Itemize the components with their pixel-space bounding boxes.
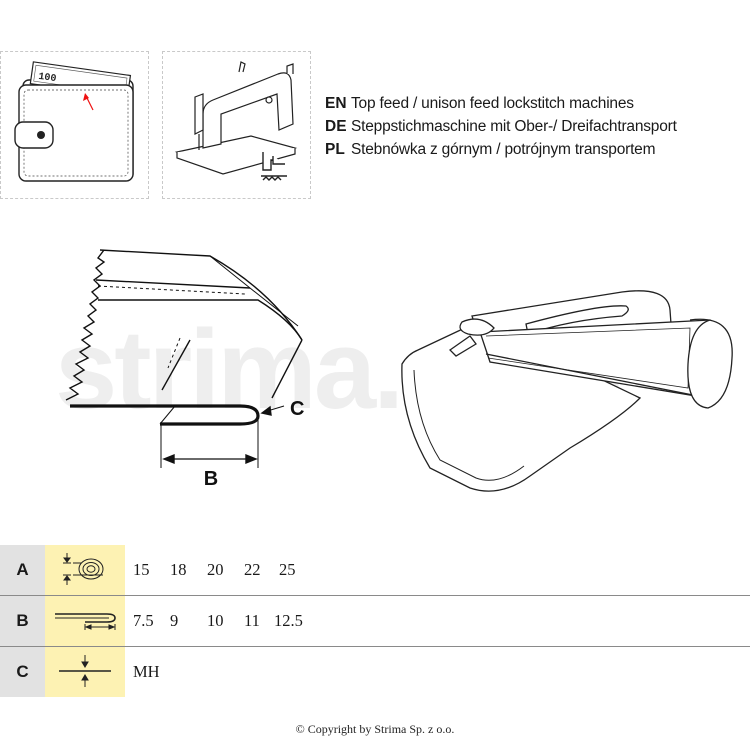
spec-label: A	[0, 545, 45, 595]
spec-label: C	[0, 647, 45, 697]
language-text: Steppstichmaschine mit Ober-/ Dreifachtr…	[351, 118, 677, 135]
language-code: DE	[325, 118, 347, 135]
spec-row-b: B 7.5 9 10 11 12.5	[0, 596, 750, 646]
language-code: PL	[325, 141, 345, 158]
banknote-value: 100	[38, 72, 57, 85]
spec-label: B	[0, 596, 45, 646]
table-divider	[0, 646, 750, 647]
spec-value: 10	[207, 611, 224, 630]
spec-value: 11	[244, 611, 260, 630]
binder-attachment-drawing	[401, 290, 733, 492]
fold-diagram: B C	[65, 249, 304, 490]
spec-row-c: C MH	[0, 647, 750, 697]
wallet-icon: 100	[14, 61, 134, 182]
spec-value: MH	[133, 662, 160, 681]
tape-width-icon	[45, 545, 125, 595]
language-text: Top feed / unison feed lockstitch machin…	[351, 95, 634, 112]
language-row-en: EN Top feed / unison feed lockstitch mac…	[325, 92, 677, 115]
thickness-icon	[45, 647, 125, 697]
spec-row-a: A 15 18 20 22 25	[0, 545, 750, 595]
language-text: Stebnówka z górnym / potrójnym transport…	[351, 141, 656, 158]
spec-value: 22	[244, 560, 261, 579]
spec-value: 9	[170, 611, 179, 630]
language-row-de: DE Steppstichmaschine mit Ober-/ Dreifac…	[325, 115, 677, 138]
spec-value: 7.5	[133, 611, 154, 630]
spec-values: 7.5 9 10 11 12.5	[133, 596, 309, 646]
spec-value: 18	[170, 560, 187, 579]
dimension-label-c: C	[290, 398, 304, 420]
spec-value: 25	[279, 560, 296, 579]
spec-value: 20	[207, 560, 224, 579]
dimension-label-b: B	[204, 468, 218, 490]
spec-value: 15	[133, 560, 150, 579]
price-panel: 100	[0, 51, 149, 199]
spec-values: MH	[133, 647, 160, 697]
folded-width-icon	[45, 596, 125, 646]
machine-type-descriptions: EN Top feed / unison feed lockstitch mac…	[325, 92, 677, 161]
spec-value: 12.5	[274, 611, 303, 630]
machine-panel	[162, 51, 311, 199]
table-divider	[0, 595, 750, 596]
language-code: EN	[325, 95, 347, 112]
language-row-pl: PL Stebnówka z górnym / potrójnym transp…	[325, 138, 677, 161]
copyright: © Copyright by Strima Sp. z o.o.	[295, 722, 455, 736]
spec-values: 15 18 20 22 25	[133, 545, 309, 595]
sewing-machine-icon	[174, 61, 298, 181]
